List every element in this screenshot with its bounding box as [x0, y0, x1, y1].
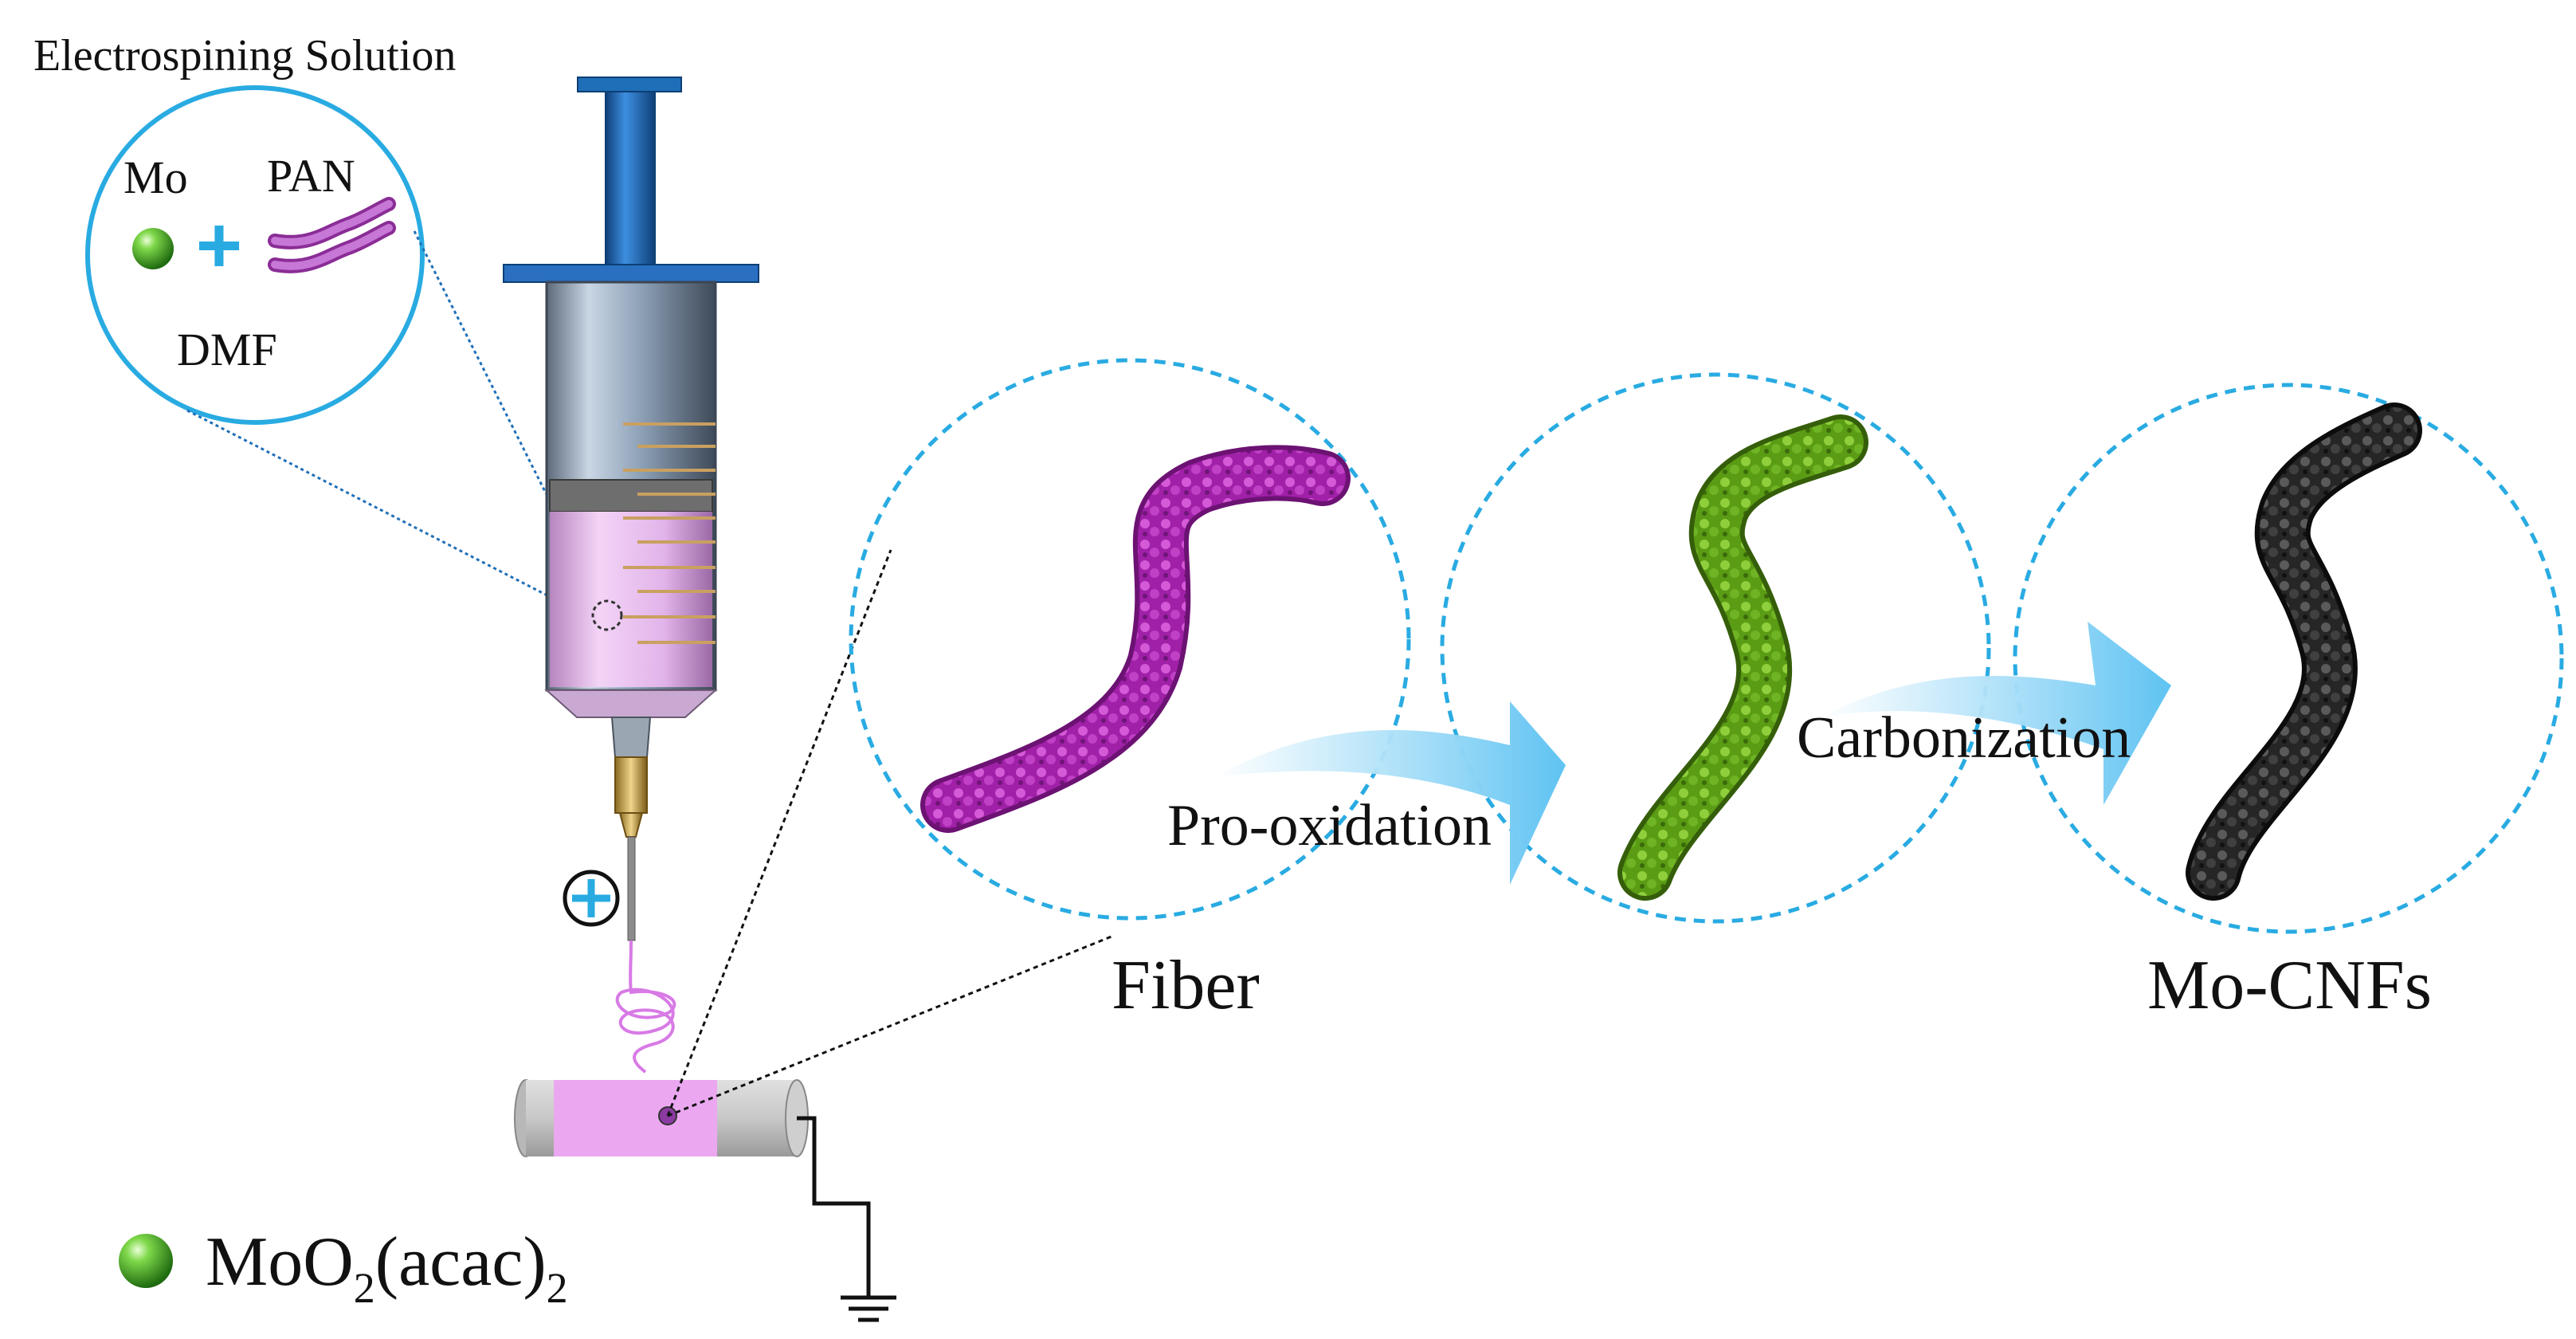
preoxidized-stage-circle — [1440, 372, 1991, 924]
syringe — [503, 77, 759, 941]
fiber-label: Fiber — [1112, 947, 1260, 1024]
legend-formula-mid: (acac) — [375, 1223, 547, 1301]
electrospun-jet — [615, 940, 676, 1074]
mo-cnfs-stage-circle — [2013, 383, 2564, 934]
mo-cnfs-label: Mo-CNFs — [2147, 947, 2432, 1024]
collector-drum — [514, 1079, 809, 1157]
legend-formula-main: MoO — [206, 1223, 354, 1301]
green-fiber — [1617, 414, 1868, 901]
pro-oxidation-arrow — [1215, 701, 1566, 885]
carbonization-label: Carbonization — [1797, 705, 2131, 771]
legend-formula: MoO2(acac)2 — [206, 1223, 568, 1312]
ground-icon — [797, 1116, 896, 1322]
legend-sphere-icon — [119, 1234, 173, 1288]
black-fiber — [2186, 402, 2422, 901]
carbonization-arrow — [1821, 622, 2171, 805]
pro-oxidation-label: Pro-oxidation — [1167, 793, 1492, 858]
plus-circle-icon — [563, 870, 620, 927]
pan-label: PAN — [267, 150, 355, 202]
legend-formula-sub1: 2 — [354, 1264, 375, 1312]
purple-fiber — [920, 445, 1351, 833]
mo-label: Mo — [124, 151, 188, 203]
zoom-connector-line — [186, 409, 602, 625]
plus-sign: + — [196, 201, 242, 290]
fiber-zoom-connector — [667, 935, 1112, 1117]
legend-formula-sub2: 2 — [547, 1264, 568, 1312]
fiber-stage-circle — [849, 358, 1411, 921]
dmf-label: DMF — [177, 324, 277, 375]
mo-sphere-icon — [132, 228, 174, 269]
solution-zoom-circle — [85, 85, 425, 425]
pan-polymer-icon — [268, 197, 396, 273]
solution-title: Electrospining Solution — [33, 31, 456, 80]
